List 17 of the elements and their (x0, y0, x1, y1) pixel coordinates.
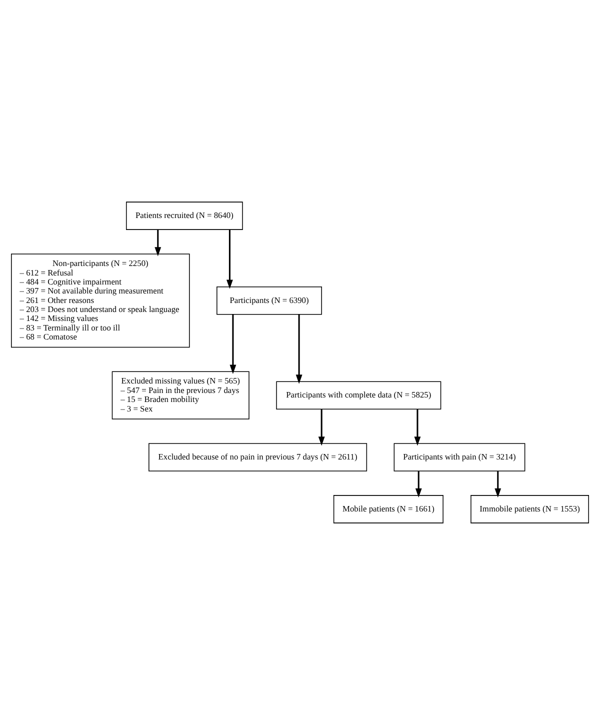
arrow (414, 409, 421, 446)
node-box: Participants with pain (N = 3214) (394, 443, 526, 472)
node-box: Participants with complete data (N = 5825) (276, 381, 442, 410)
node-box: Patients recruited (N = 8640) (126, 202, 243, 230)
node-box: Non-participants (N = 2250) – 612 = Refusal – 484 = Cognitive impairment – 397 = Not available during measurement – 261 = Other reasons – 203 = Does not understand or speak language – 142 = Missing values – 83 = Terminally ill or too ill – 68 = Comatose (11, 254, 190, 348)
arrow (318, 409, 325, 446)
node-box: Mobile patients (N = 1661) (333, 495, 444, 524)
arrow (230, 314, 236, 374)
arrow (415, 471, 422, 498)
arrow (494, 471, 502, 498)
node-box: Participants (N = 6390) (216, 286, 322, 315)
node-box: Immobile patients (N = 1553) (470, 495, 589, 524)
node-box: Excluded missing values (N = 565) – 547 = Pain in the previous 7 days – 15 = Braden mobility – 3 = Sex (112, 371, 250, 420)
arrow (154, 230, 162, 256)
node-box: Excluded because of no pain in previous 7 days (N = 2611) (148, 443, 368, 472)
arrow (226, 230, 233, 289)
arrow (296, 314, 302, 384)
